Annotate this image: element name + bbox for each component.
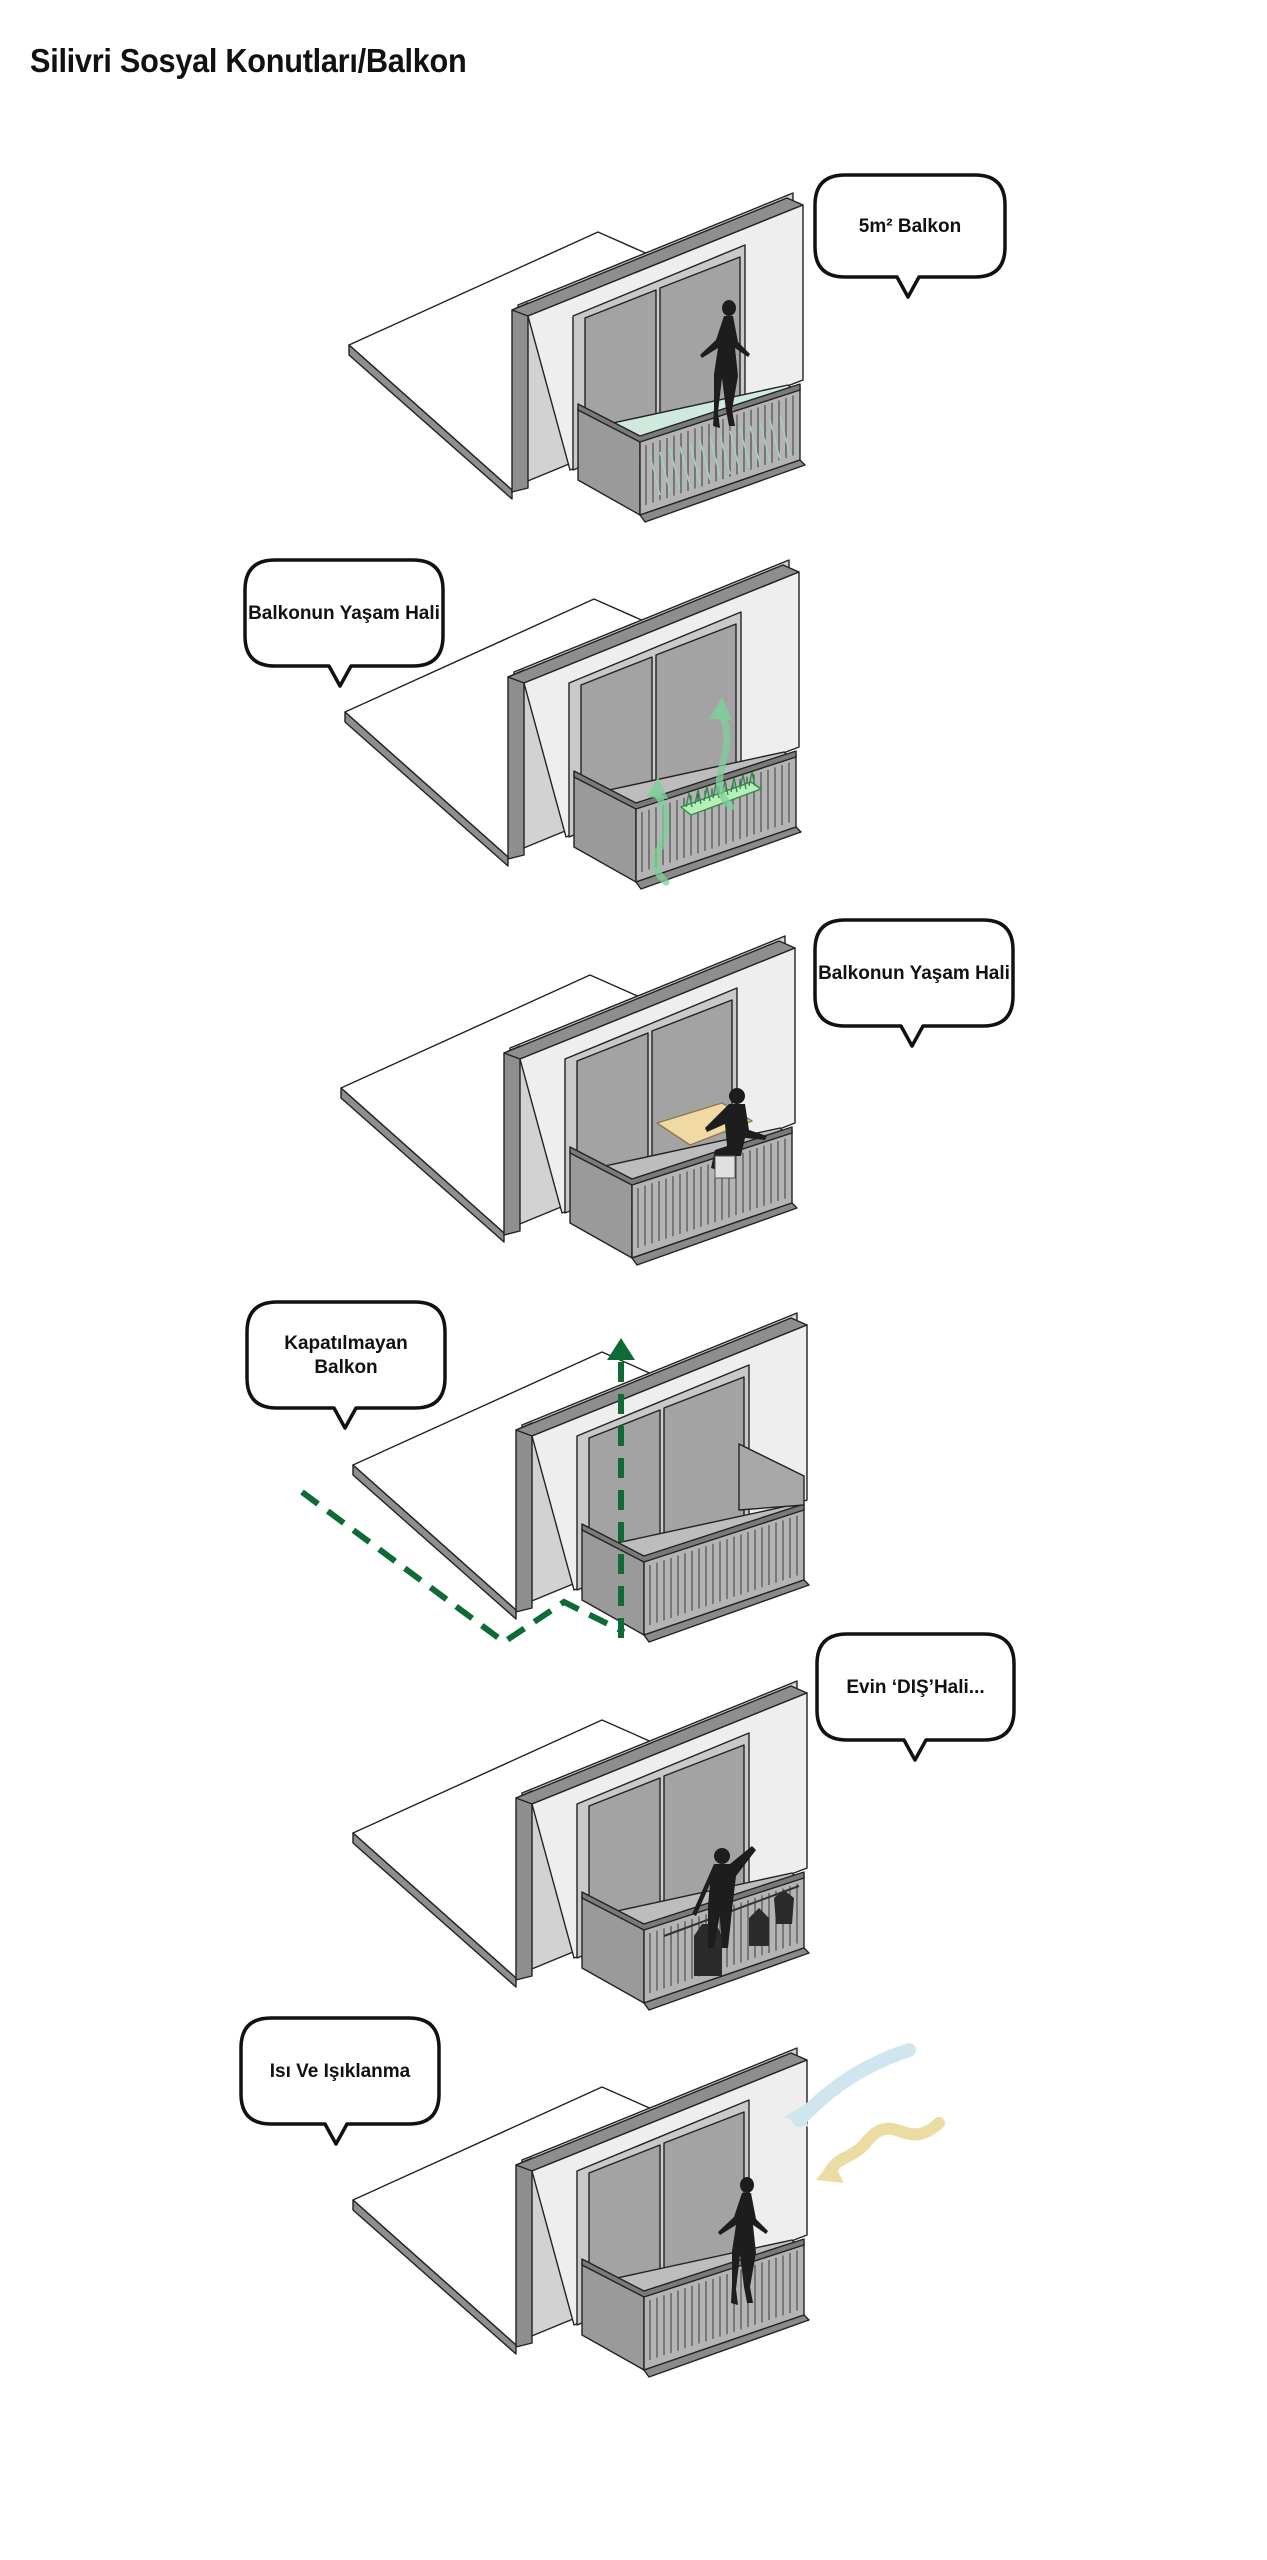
diagram-area: 5m² Balkon: [348, 173, 1007, 523]
woman-silhouette-icon: [700, 300, 750, 428]
speech-bubble: [245, 1300, 447, 1430]
bubble-label: Evin ‘DIŞ’Hali...: [846, 1677, 984, 1698]
glass-floor-icon: [669, 448, 681, 490]
wall-side: [507, 669, 525, 860]
slab-edge: [352, 1832, 517, 1988]
glass-floor-icon: [729, 430, 741, 472]
bubble-label: Isı Ve Işıklanma: [270, 2061, 411, 2082]
top-rail: [581, 1503, 805, 1563]
glass-floor-icon: [769, 418, 781, 460]
diagram-green: Balkonun Yaşam Hali: [243, 558, 802, 890]
wall-side: [515, 2157, 533, 2348]
glass-floor-icon: [779, 415, 791, 457]
glass-floor-icon: [699, 439, 711, 481]
top-rail: [569, 1126, 793, 1186]
plant-box-icon: [739, 774, 747, 790]
sun-ray-icon: [823, 2117, 945, 2179]
wind-icon: [792, 2043, 916, 2127]
balcony-ledge: [643, 1947, 810, 2011]
speech-bubble: [239, 2016, 441, 2146]
speech-bubble: [815, 1632, 1016, 1762]
speech-bubble: [813, 918, 1015, 1048]
balcony-ledge: [639, 459, 806, 523]
slab-edge: [344, 711, 509, 867]
up-arrow-icon: [607, 1338, 635, 1360]
diagram-living: Balkonun Yaşam Hali: [340, 918, 1015, 1266]
top-rail: [577, 383, 801, 443]
slab-edge: [352, 1464, 517, 1620]
page-title: Silivri Sosyal Konutları/Balkon: [30, 42, 467, 79]
slab-edge: [340, 1087, 505, 1243]
glass-floor-icon: [679, 445, 691, 487]
slab-edge: [352, 2199, 517, 2355]
clothes-rack-icon: [774, 1890, 794, 1924]
plant-box-icon: [703, 786, 711, 802]
slab-edge: [348, 344, 513, 500]
plant-box-icon: [730, 777, 738, 793]
glass-floor-icon: [649, 454, 661, 496]
laundry-person-icon: [692, 1846, 756, 1948]
bubble-label: 5m² Balkon: [859, 216, 961, 237]
plant-box-icon: [748, 771, 756, 787]
glass-floor-icon: [689, 442, 701, 484]
glass-floor-icon: [709, 436, 721, 478]
airflow-arrow-icon: [652, 788, 670, 886]
top-rail: [581, 2238, 805, 2298]
bubble-label: Balkon: [314, 1357, 377, 1378]
wall-side: [515, 1790, 533, 1981]
glass-floor-icon: [659, 451, 671, 493]
glass-floor-icon: [739, 427, 751, 469]
bubble-label: Balkonun Yaşam Hali: [248, 603, 440, 624]
bubble-label: Balkonun Yaşam Hali: [818, 963, 1010, 984]
balcony-ledge: [643, 1579, 810, 1643]
airflow-arrow-icon: [716, 708, 735, 811]
plant-box-icon: [685, 792, 693, 808]
wall-side: [503, 1045, 521, 1236]
speech-bubble: [813, 173, 1007, 299]
airflow-arrow-icon: [646, 777, 668, 799]
balcony-side-wall: [738, 1443, 805, 1511]
glass-floor-icon: [749, 424, 761, 466]
balcony-ledge: [631, 1202, 798, 1266]
wind-icon: [784, 2105, 808, 2127]
top-rail: [581, 1871, 805, 1931]
balcony-ledge: [635, 826, 802, 890]
speech-bubble: [243, 558, 445, 688]
glass-floor-icon: [759, 421, 771, 463]
plant-box-icon: [694, 789, 702, 805]
diagram-outside: Evin ‘DIŞ’Hali...: [352, 1632, 1016, 2011]
wall-side: [515, 1422, 533, 1613]
glass-floor-icon: [719, 433, 731, 475]
seated-person-icon: [729, 1088, 745, 1104]
diagram-light: Isı Ve Işıklanma: [239, 2016, 945, 2378]
bubble-label: Kapatılmayan: [284, 1333, 408, 1354]
balcony-ledge: [643, 2314, 810, 2378]
clothes-rack-icon: [749, 1908, 769, 1946]
sun-ray-icon: [816, 2160, 844, 2183]
stool-icon: [714, 1155, 736, 1179]
seated-person-icon: [705, 1104, 767, 1170]
airflow-arrow-icon: [709, 697, 732, 720]
standing-person-icon: [718, 2177, 768, 2305]
top-rail: [573, 750, 797, 810]
wall-side: [511, 302, 529, 493]
laundry-person-icon: [714, 1848, 730, 1864]
dashed-section-line-icon: [300, 1489, 626, 1646]
